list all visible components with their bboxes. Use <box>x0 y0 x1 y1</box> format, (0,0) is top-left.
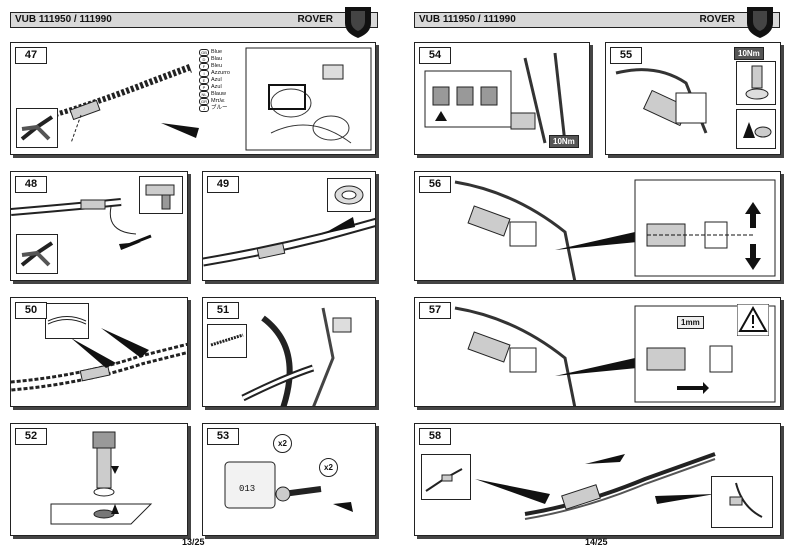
tape-wrap-harness-illustration <box>11 328 187 392</box>
female-connector-inset <box>421 454 471 500</box>
male-connector-icon <box>729 482 763 518</box>
step-52-panel: 52 <box>10 423 188 536</box>
step-number: 56 <box>419 176 451 193</box>
shield-logo-icon <box>345 7 371 38</box>
nut-icon <box>743 122 772 138</box>
left-page-brand: ROVER <box>297 14 333 25</box>
switch-adjust-illustration <box>454 179 776 280</box>
step-56-panel: 56 <box>414 171 781 281</box>
warning-triangle-icon <box>737 304 769 336</box>
part-label: 013 <box>239 484 256 494</box>
bolt-inset <box>736 61 776 105</box>
step-57-panel: 57 1mm <box>414 297 781 407</box>
step-number: 54 <box>419 47 451 64</box>
step-number: 49 <box>207 176 239 193</box>
wire-cut-illustration <box>11 198 152 250</box>
cable-tie-inset <box>207 324 247 358</box>
wire-detail-icon <box>47 316 87 325</box>
tape-wrap-illustration <box>203 217 375 267</box>
multiplier-badge: x2 <box>273 434 292 453</box>
connector-join-illustration <box>475 452 716 520</box>
step-number: 58 <box>419 428 451 445</box>
female-connector-icon <box>425 468 463 492</box>
male-connector-inset <box>711 476 773 528</box>
step-number: 57 <box>419 302 451 319</box>
wire-detail-inset <box>45 303 89 339</box>
right-page-code: VUB 111950 / 111990 <box>419 14 516 25</box>
step-53-panel: 53 x2 x2 013 <box>202 423 376 536</box>
tape-roll-icon <box>334 185 364 205</box>
step-54-panel: 54 10Nm <box>414 42 590 155</box>
step-55-panel: 55 10Nm <box>605 42 781 155</box>
left-page-header: VUB 111950 / 111990 ROVER <box>10 7 378 38</box>
wire-cutter-icon <box>20 115 54 141</box>
switch-bracket-illustration <box>615 68 708 134</box>
right-page-header: VUB 111950 / 111990 ROVER <box>414 7 780 38</box>
step-58-panel: 58 <box>414 423 781 536</box>
harness-routing-illustration <box>241 307 352 406</box>
tape-roll-inset <box>327 178 371 212</box>
torque-badge: 10Nm <box>549 135 579 148</box>
switch-gap-illustration <box>454 305 776 406</box>
step-48-panel: 48 <box>10 171 188 281</box>
wire-cutter-inset <box>16 234 58 274</box>
heat-gun-icon <box>145 184 175 210</box>
step-49-panel: 49 <box>202 171 376 281</box>
step-number: 55 <box>610 47 642 64</box>
left-page-number: 13/25 <box>182 537 205 547</box>
step-51-panel: 51 <box>202 297 376 407</box>
step-number: 50 <box>15 302 47 319</box>
nut-inset <box>736 109 776 149</box>
right-page-number: 14/25 <box>585 537 608 547</box>
cable-tie-icon <box>210 333 244 347</box>
step-number: 53 <box>207 428 239 445</box>
step-number: 52 <box>15 428 47 445</box>
gap-badge: 1mm <box>677 316 704 329</box>
switch-mount-illustration <box>50 431 153 525</box>
left-page-code: VUB 111950 / 111990 <box>15 14 112 25</box>
step-number: 47 <box>15 47 47 64</box>
step-number: 51 <box>207 302 239 319</box>
bolt-icon <box>745 65 769 100</box>
bracket-screw-illustration <box>224 461 353 512</box>
step-number: 48 <box>15 176 47 193</box>
pedal-box-illustration <box>424 52 567 144</box>
wire-cutter-inset <box>16 108 58 148</box>
torque-badge: 10Nm <box>734 47 764 60</box>
heat-gun-inset <box>139 176 183 214</box>
wire-cutter-icon <box>20 241 54 267</box>
step-50-panel: 50 <box>10 297 188 407</box>
wiring-harness-illustration <box>49 47 372 151</box>
right-page-brand: ROVER <box>699 14 735 25</box>
multiplier-badge: x2 <box>319 458 338 477</box>
shield-logo-icon <box>747 7 773 38</box>
